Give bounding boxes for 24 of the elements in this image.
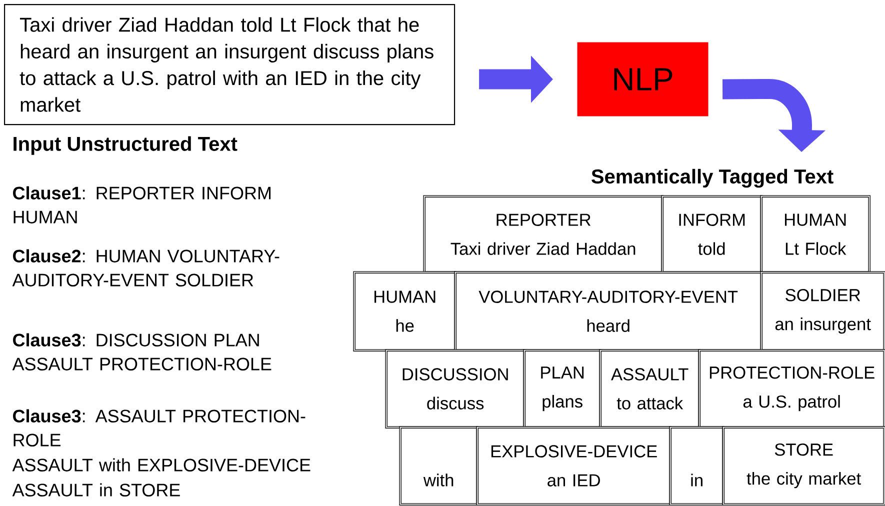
node-label: Input Unstructured Text xyxy=(14,136,238,155)
clause-text: Clause1: REPORTER INFORM HUMAN xyxy=(13,186,271,224)
text-box: Taxi driver Ziad Haddan told Lt Flock that he heard an insurgent an insurgent discuss plans to attack a U.S. patrol with an IED in the city market xyxy=(4,4,456,126)
table-cell: REPORTER Taxi driver Ziad Haddan xyxy=(423,195,664,274)
table-cell: STORE the city market xyxy=(722,426,885,506)
clause-text: Clause3: DISCUSSION PLAN ASSAULT PROTECTION-ROLE xyxy=(12,333,272,370)
clause-text: ASSAULT in STORE xyxy=(12,483,180,496)
clause-text: Clause3: ASSAULT PROTECTION-ROLE xyxy=(13,409,306,446)
process-box: NLP xyxy=(577,42,708,116)
table-cell: in xyxy=(669,426,724,506)
table-cell: ASSAULT to attack xyxy=(599,349,700,428)
table-cell: with xyxy=(399,426,478,506)
clause-text: ASSAULT with EXPLOSIVE-DEVICE xyxy=(12,458,310,472)
table-cell: DISCUSSION discuss xyxy=(385,349,526,428)
table-cell: VOLUNTARY-AUDITORY-EVENT heard xyxy=(454,271,762,352)
table-cell: HUMAN Lt Flock xyxy=(760,195,870,274)
table-cell: PLAN plans xyxy=(523,349,602,428)
table-cell: PROTECTION-ROLE a U.S. patrol xyxy=(698,349,885,428)
clause-text: Clause2: HUMAN VOLUNTARY-AUDITORY-EVENT SOLDIER xyxy=(12,249,280,286)
table-cell: EXPLOSIVE-DEVICE an IED xyxy=(476,426,672,506)
table-cell: HUMAN he xyxy=(353,271,456,352)
heading: Semantically Tagged Text xyxy=(592,168,834,188)
table-cell: INFORM told xyxy=(661,195,762,274)
table-cell: SOLDIER an insurgent xyxy=(760,271,885,352)
